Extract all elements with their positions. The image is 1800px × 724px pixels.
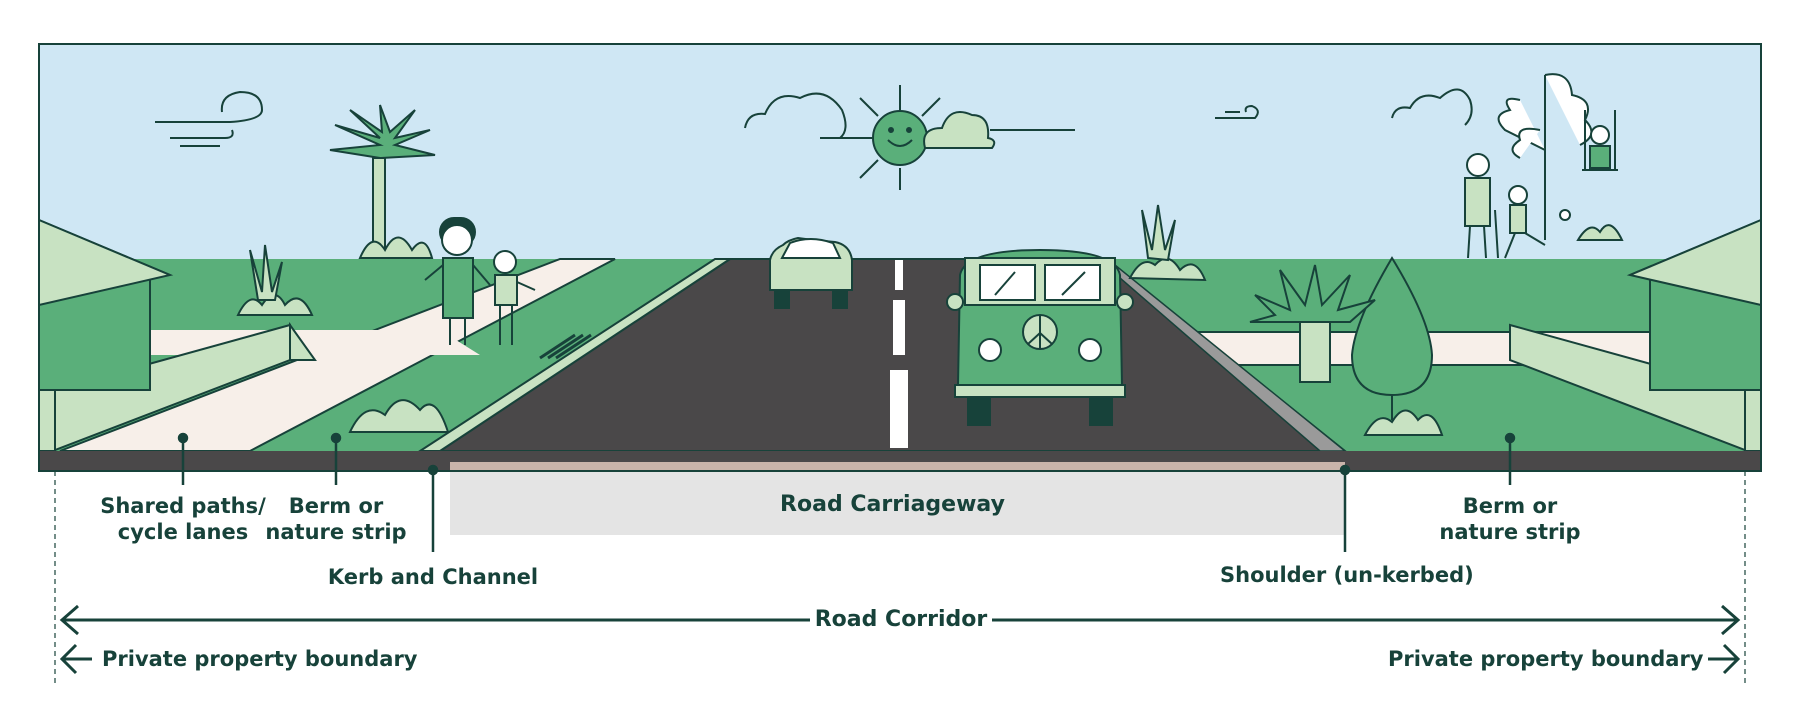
label-shared-paths-line2: cycle lanes <box>117 520 249 544</box>
cloud-outline <box>744 92 847 139</box>
person-elderly <box>1464 153 1499 259</box>
cloud-outline <box>1391 88 1473 126</box>
car <box>769 236 853 309</box>
label-berm-left-line2: nature strip <box>265 520 407 544</box>
child-on-swing <box>1582 110 1618 171</box>
leader-lines <box>177 432 1516 552</box>
right-arrow-icon <box>1708 643 1741 675</box>
label-shared-paths-line1: Shared paths/ <box>100 494 266 518</box>
fence-wall-left-face <box>289 321 317 361</box>
label-shoulder: Shoulder (un-kerbed) <box>1220 563 1474 587</box>
person-woman <box>424 217 491 345</box>
label-private-boundary-left: Private property boundary <box>102 647 418 671</box>
label-berm-right: Berm or nature strip <box>1435 493 1585 545</box>
bush <box>1576 224 1624 241</box>
wind-icon <box>155 90 264 147</box>
double-arrow-icon <box>59 604 1741 636</box>
tussock-plant <box>1249 264 1376 383</box>
label-berm-right-line1: Berm or <box>1462 494 1558 518</box>
label-berm-left-line1: Berm or <box>288 494 384 518</box>
centre-line <box>890 370 908 448</box>
left-arrow-icon <box>59 643 92 675</box>
label-berm-right-line2: nature strip <box>1439 520 1581 544</box>
label-road-corridor: Road Corridor <box>814 607 988 632</box>
house-wall-left <box>38 389 56 452</box>
child-on-scooter <box>1504 185 1546 259</box>
road-base-edge <box>450 462 1345 471</box>
label-road-carriageway: Road Carriageway <box>780 492 1005 517</box>
label-private-boundary-right: Private property boundary <box>1388 647 1704 671</box>
centre-line <box>893 300 905 355</box>
wind-icon <box>1215 104 1259 119</box>
bush <box>236 236 1444 436</box>
carriageway-band <box>450 471 1345 535</box>
centre-line <box>895 260 903 290</box>
flax-plant <box>249 204 1176 301</box>
label-kerb-and-channel: Kerb and Channel <box>327 565 539 589</box>
illustration-frame <box>38 43 1762 472</box>
drain-grate <box>539 333 592 360</box>
person-child <box>493 250 536 345</box>
label-shared-paths: Shared paths/ cycle lanes <box>93 493 273 545</box>
label-berm-left: Berm or nature strip <box>261 493 411 545</box>
campervan <box>946 248 1134 426</box>
cypress-tree <box>1350 256 1434 420</box>
house-wall-right <box>1744 389 1762 452</box>
cloud-sun <box>923 111 996 149</box>
